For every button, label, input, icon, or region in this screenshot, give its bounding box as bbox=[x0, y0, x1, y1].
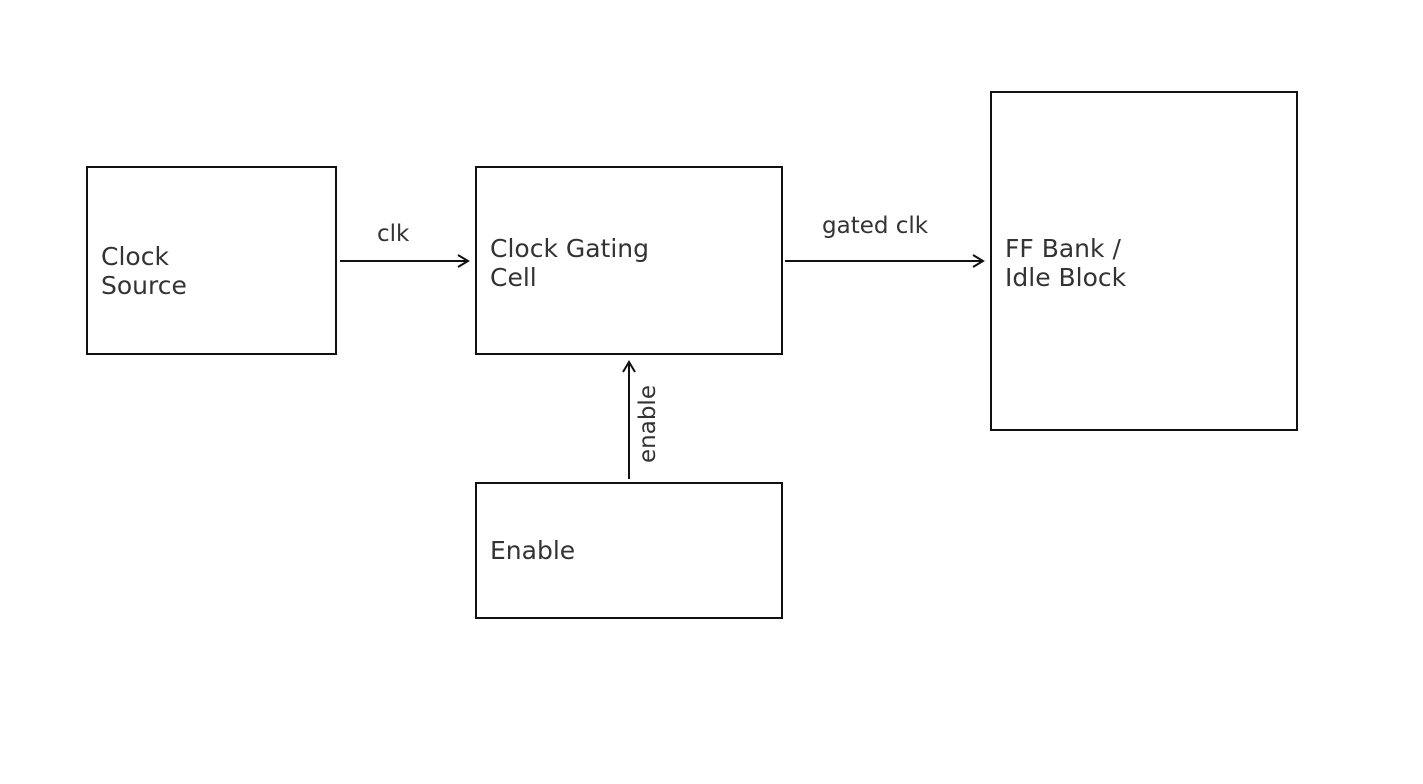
clock-source-block: Clock Source bbox=[86, 166, 337, 355]
gated-clk-edge-label: gated clk bbox=[822, 213, 929, 239]
enable-edge-label: enable bbox=[635, 385, 661, 463]
clock-gating-cell-block: Clock Gating Cell bbox=[475, 166, 783, 355]
clk-edge-label: clk bbox=[377, 221, 410, 247]
ff-bank-block: FF Bank / Idle Block bbox=[990, 91, 1298, 431]
clock-gating-cell-label: Clock Gating Cell bbox=[490, 234, 650, 292]
enable-block-label: Enable bbox=[490, 536, 576, 565]
clock-source-label: Clock Source bbox=[101, 241, 187, 300]
enable-block: Enable bbox=[475, 482, 783, 619]
ff-bank-label: FF Bank / Idle Block bbox=[1005, 234, 1127, 292]
